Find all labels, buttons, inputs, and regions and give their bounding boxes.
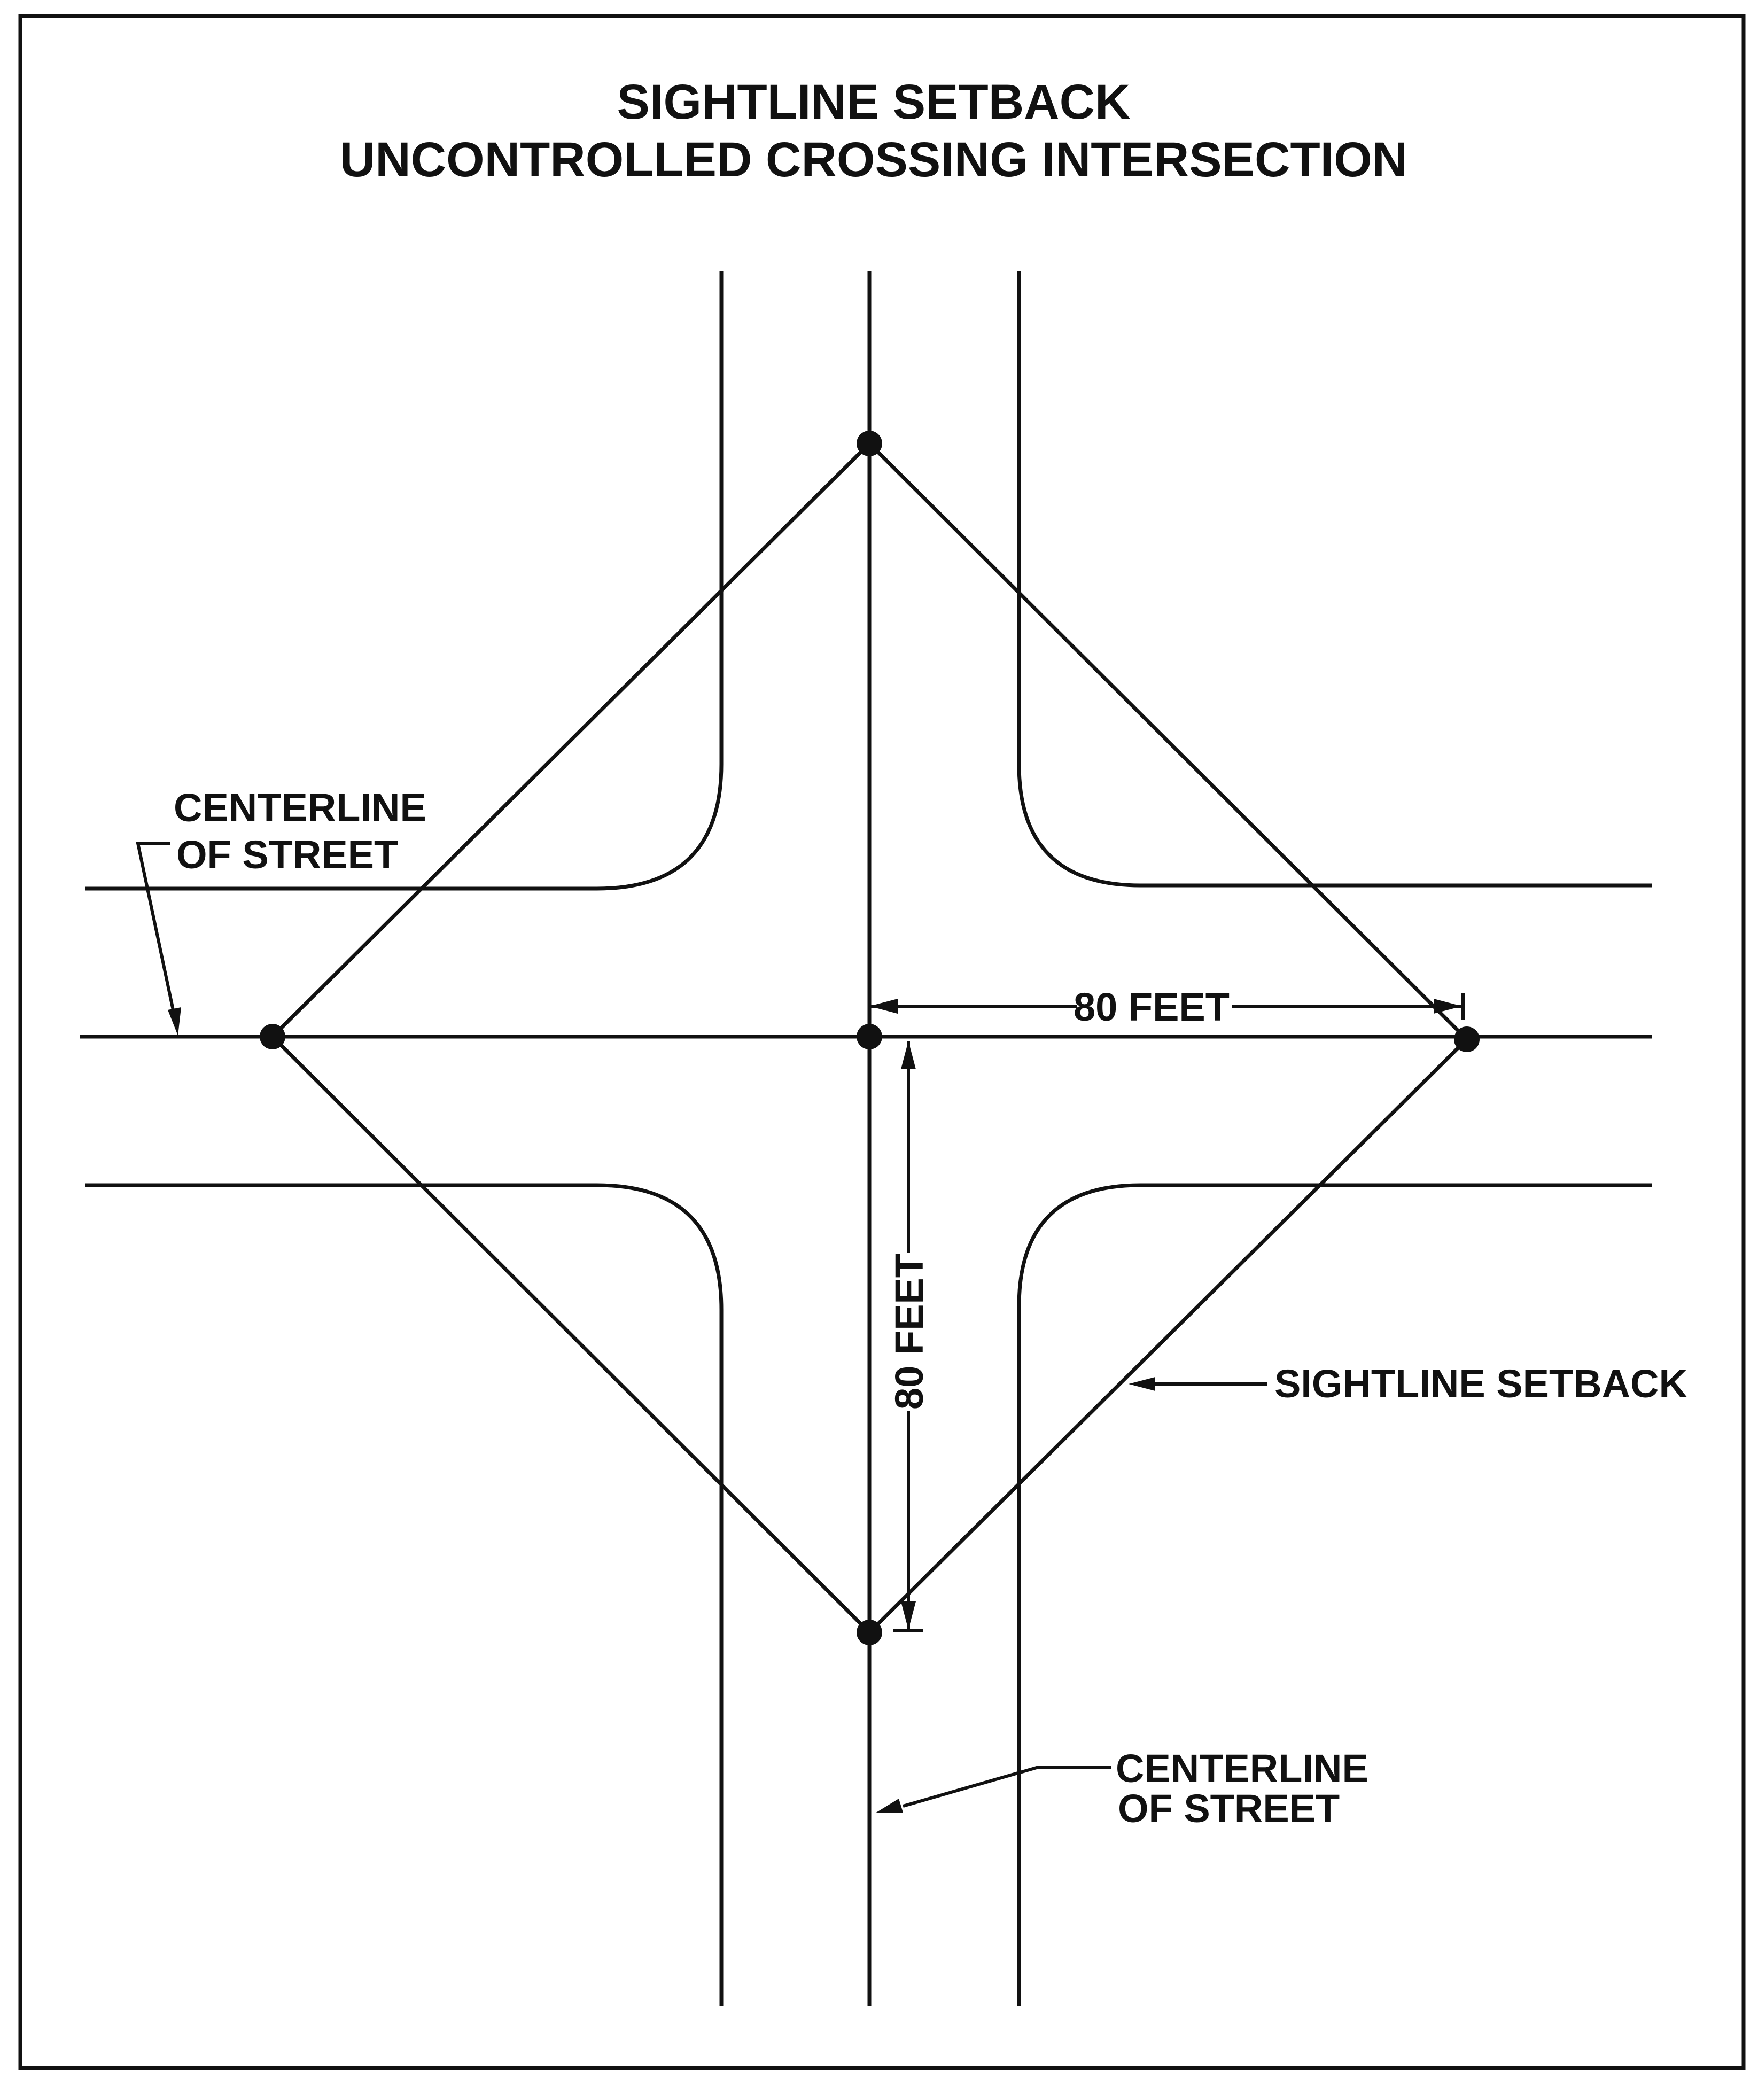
street-edge-south-west [85, 1183, 724, 2006]
vertex-north [857, 431, 882, 456]
dimension-horizontal [869, 993, 1465, 1020]
title-line-2: UNCONTROLLED CROSSING INTERSECTION [340, 133, 1407, 187]
vertex-south [857, 1620, 882, 1645]
street-edge-north-east [1017, 271, 1652, 888]
centerline-bottom-leader [875, 1766, 1111, 1813]
dimension-horizontal-label: 80 FEET [1074, 985, 1230, 1029]
vertex-center [857, 1024, 882, 1049]
figure-frame [18, 14, 1746, 2070]
dimension-vertical [893, 1041, 923, 1632]
dimension-vertical-label: 80 FEET [887, 1254, 931, 1410]
centerline-left-label-line-2: OF STREET [176, 833, 398, 877]
centerline-bottom-label-line-2: OF STREET [1118, 1786, 1340, 1831]
centerline-bottom-label-line-1: CENTERLINE [1116, 1746, 1368, 1791]
street-edge-north-west [85, 271, 724, 891]
title-line-1: SIGHTLINE SETBACK [617, 75, 1131, 129]
street-edge-south-east [1017, 1183, 1652, 2006]
vertex-east [1454, 1026, 1480, 1052]
sightline-setback-leader [1129, 1377, 1267, 1391]
centerline-left-leader [136, 842, 181, 1036]
centerline-left-label-line-1: CENTERLINE [174, 785, 426, 830]
vertex-west [260, 1024, 285, 1049]
sightline-setback-label: SIGHTLINE SETBACK [1274, 1362, 1687, 1406]
